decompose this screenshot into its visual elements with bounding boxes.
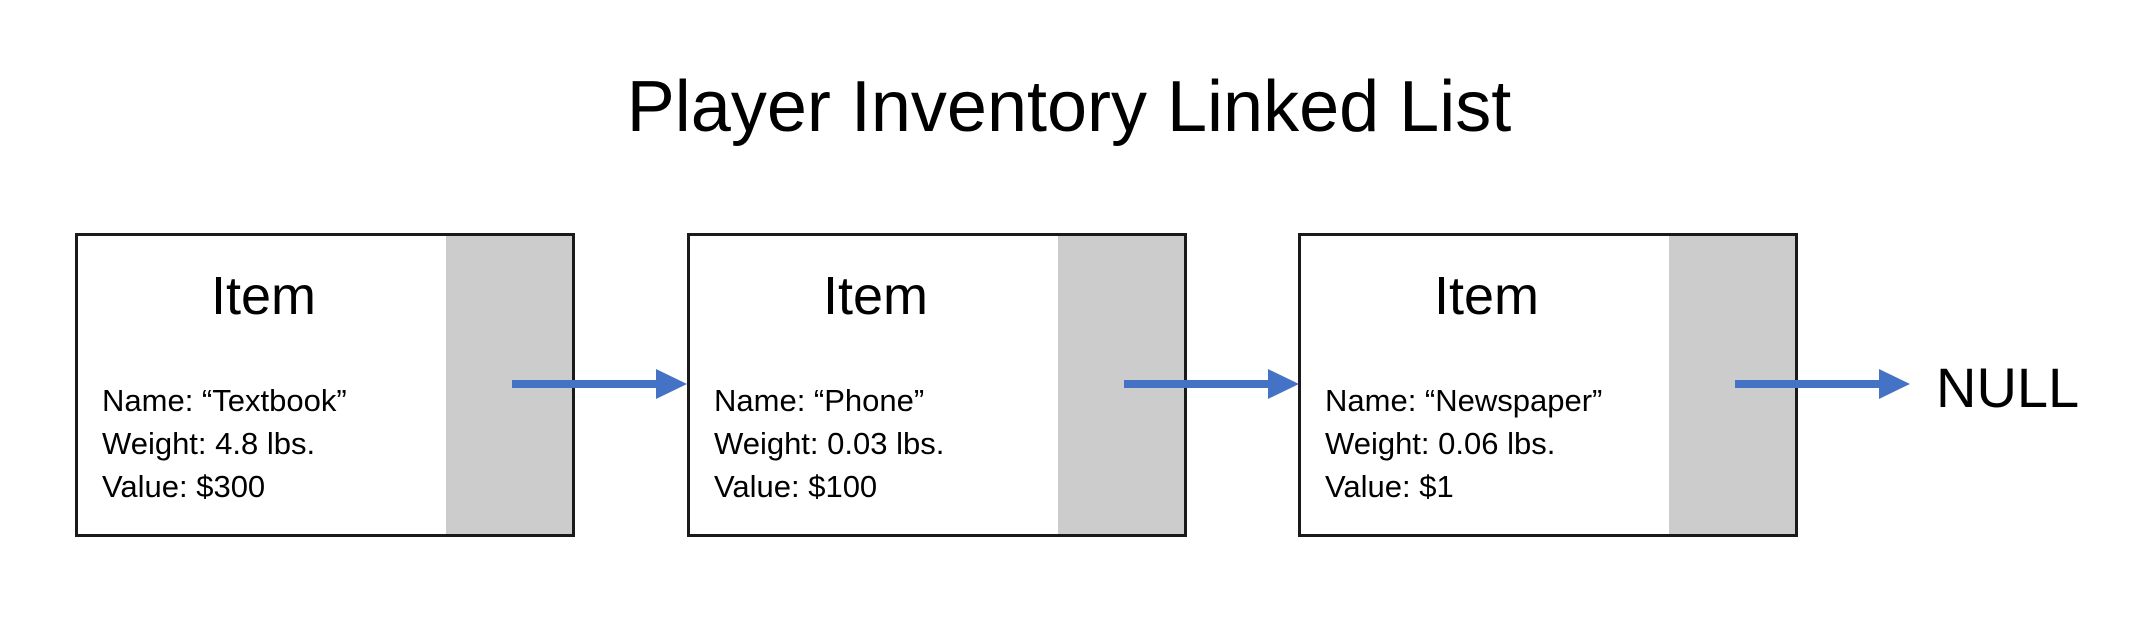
node-2-name: Name: “Phone”: [714, 383, 925, 418]
arrow-node-3-to-null: [1735, 369, 1910, 399]
null-terminator: NULL: [1936, 356, 2080, 419]
node-2-value: Value: $100: [714, 469, 878, 504]
node-2-heading: Item: [822, 266, 929, 326]
node-3-value: Value: $1: [1325, 469, 1454, 504]
node-3-weight: Weight: 0.06 lbs.: [1325, 426, 1556, 461]
node-1-value: Value: $300: [102, 469, 266, 504]
list-node-3: Item Name: “Newspaper” Weight: 0.06 lbs.…: [1298, 233, 1798, 537]
node-2-weight: Weight: 0.03 lbs.: [714, 426, 945, 461]
node-3-data-cell: Item Name: “Newspaper” Weight: 0.06 lbs.…: [1301, 236, 1672, 534]
list-node-2: Item Name: “Phone” Weight: 0.03 lbs. Val…: [687, 233, 1187, 537]
list-node-1: Item Name: “Textbook” Weight: 4.8 lbs. V…: [75, 233, 575, 537]
diagram-title: Player Inventory Linked List: [626, 67, 1512, 147]
node-3-heading: Item: [1433, 266, 1540, 326]
arrow-node-2-to-node-3: [1124, 369, 1299, 399]
node-1-weight: Weight: 4.8 lbs.: [102, 426, 316, 461]
node-1-heading: Item: [210, 266, 317, 326]
node-3-name: Name: “Newspaper”: [1325, 383, 1603, 418]
node-1-data-cell: Item Name: “Textbook” Weight: 4.8 lbs. V…: [78, 236, 449, 534]
node-2-data-cell: Item Name: “Phone” Weight: 0.03 lbs. Val…: [690, 236, 1061, 534]
node-1-name: Name: “Textbook”: [102, 383, 347, 418]
arrow-node-1-to-node-2: [512, 369, 687, 399]
